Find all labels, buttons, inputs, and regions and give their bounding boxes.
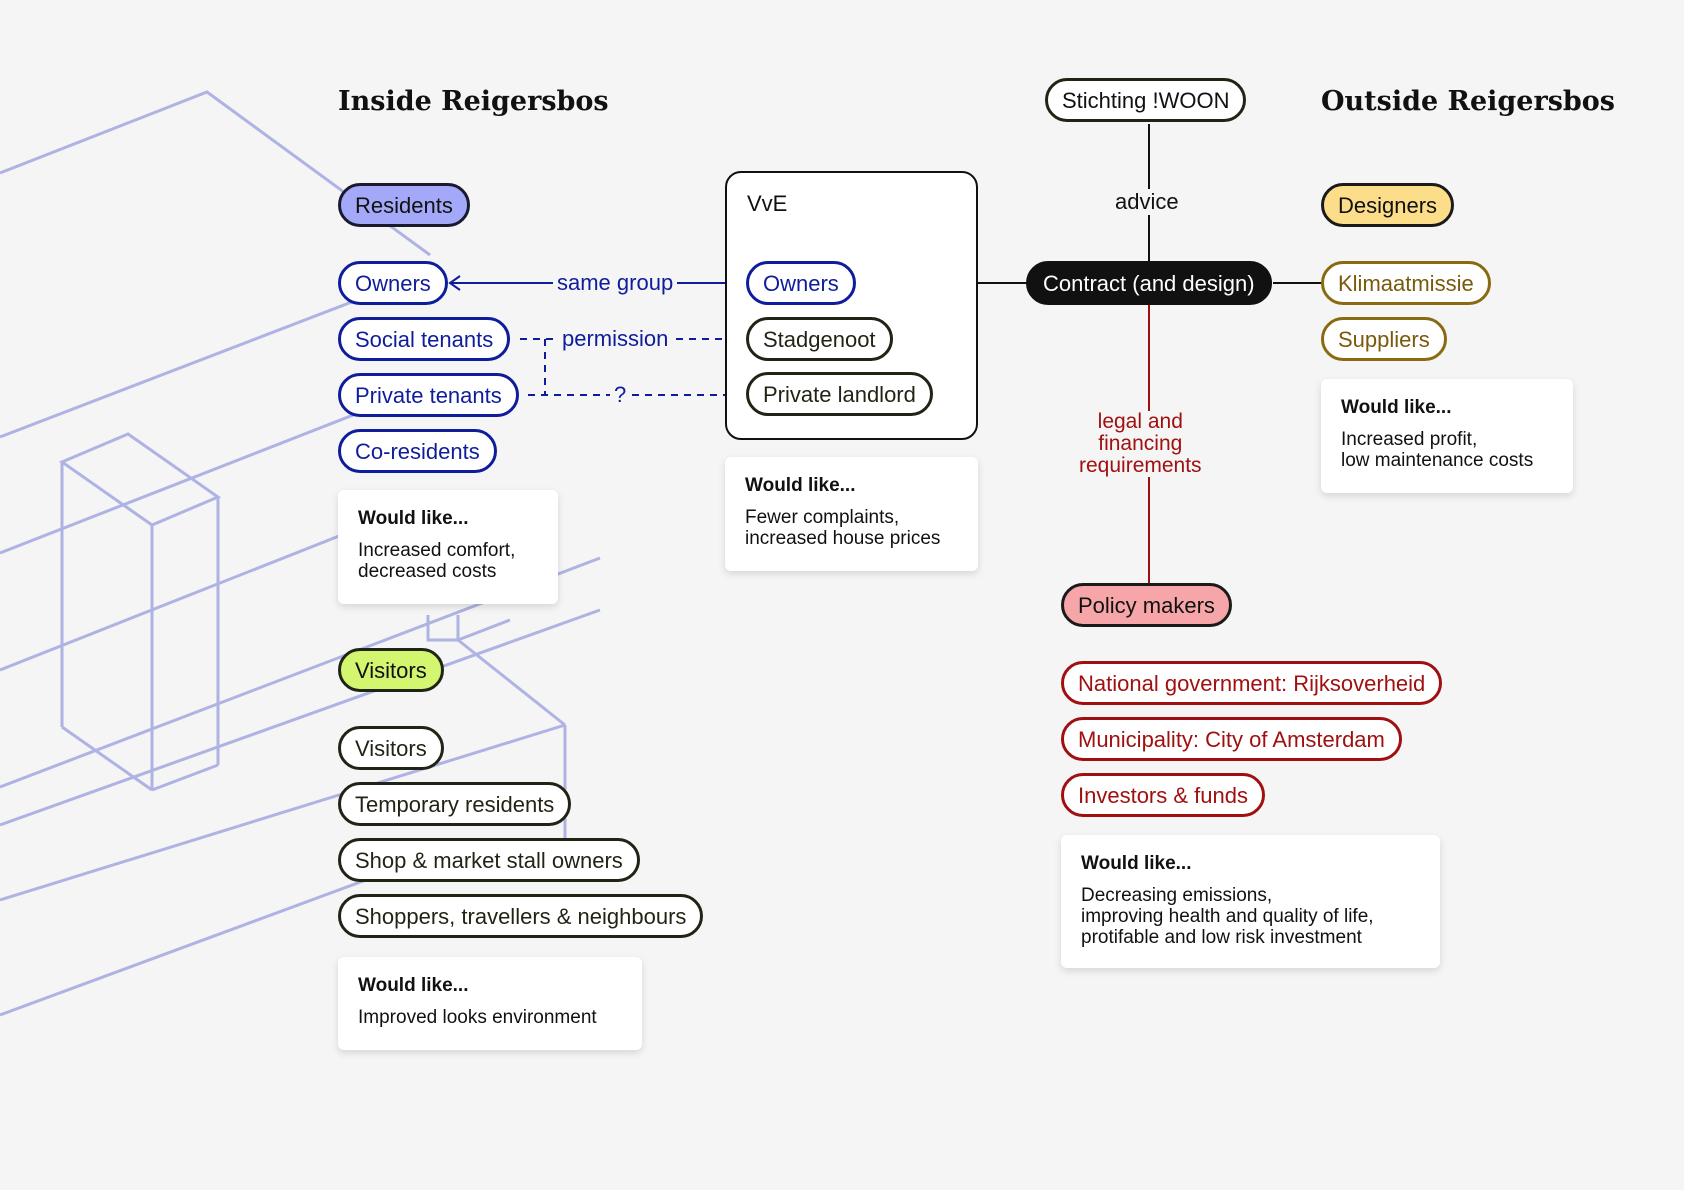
residents-tag[interactable]: Residents bbox=[338, 183, 470, 227]
residents-wish-body: Increased comfort, decreased costs bbox=[358, 540, 516, 582]
policy-national-government[interactable]: National government: Rijksoverheid bbox=[1061, 661, 1443, 705]
visitors-wish-title: Would like... bbox=[358, 975, 469, 996]
designer-klimaatmissie[interactable]: Klimaatmissie bbox=[1321, 261, 1491, 305]
policy-makers-tag[interactable]: Policy makers bbox=[1061, 583, 1232, 627]
vve-wish-card: Would like... Fewer complaints, increase… bbox=[725, 457, 978, 571]
vve-wish-body: Fewer complaints, increased house prices bbox=[745, 507, 941, 549]
visitors-tag[interactable]: Visitors bbox=[338, 648, 444, 692]
residents-wish-card: Would like... Increased comfort, decreas… bbox=[338, 490, 558, 604]
designers-wish-card: Would like... Increased profit, low main… bbox=[1321, 379, 1573, 493]
policy-wish-title: Would like... bbox=[1081, 853, 1192, 874]
resident-co-residents[interactable]: Co-residents bbox=[338, 429, 497, 473]
resident-owners[interactable]: Owners bbox=[338, 261, 448, 305]
contract-node[interactable]: Contract (and design) bbox=[1026, 261, 1272, 305]
stichting-woon[interactable]: Stichting !WOON bbox=[1045, 78, 1247, 122]
visitor-shoppers[interactable]: Shoppers, travellers & neighbours bbox=[338, 894, 704, 938]
visitor-shop-owners[interactable]: Shop & market stall owners bbox=[338, 838, 640, 882]
advice-label: advice bbox=[1111, 189, 1183, 215]
same-group-label: same group bbox=[553, 270, 678, 296]
vve-owners[interactable]: Owners bbox=[746, 261, 856, 305]
inside-heading: Inside Reigersbos bbox=[338, 86, 609, 117]
visitors-wish-card: Would like... Improved looks environment bbox=[338, 957, 642, 1050]
residents-wish-title: Would like... bbox=[358, 508, 469, 529]
vve-label: VvE bbox=[747, 191, 788, 216]
policy-wish-body: Decreasing emissions, improving health a… bbox=[1081, 885, 1374, 948]
visitor-temporary-residents[interactable]: Temporary residents bbox=[338, 782, 572, 826]
designers-wish-title: Would like... bbox=[1341, 397, 1452, 418]
resident-private-tenants[interactable]: Private tenants bbox=[338, 373, 519, 417]
policy-municipality[interactable]: Municipality: City of Amsterdam bbox=[1061, 717, 1402, 761]
visitors-wish-body: Improved looks environment bbox=[358, 1007, 597, 1028]
policy-wish-card: Would like... Decreasing emissions, impr… bbox=[1061, 835, 1440, 968]
unknown-relation-label: ? bbox=[610, 382, 631, 408]
legal-requirements-label: legal and financing requirements bbox=[1075, 411, 1206, 477]
permission-label: permission bbox=[558, 326, 673, 352]
designer-suppliers[interactable]: Suppliers bbox=[1321, 317, 1447, 361]
vve-wish-title: Would like... bbox=[745, 475, 856, 496]
visitor-visitors[interactable]: Visitors bbox=[338, 726, 444, 770]
vve-private-landlord[interactable]: Private landlord bbox=[746, 372, 933, 416]
designers-tag[interactable]: Designers bbox=[1321, 183, 1455, 227]
designers-wish-body: Increased profit, low maintenance costs bbox=[1341, 429, 1534, 471]
policy-investors[interactable]: Investors & funds bbox=[1061, 773, 1265, 817]
outside-heading: Outside Reigersbos bbox=[1321, 86, 1615, 117]
vve-stadgenoot[interactable]: Stadgenoot bbox=[746, 317, 893, 361]
resident-social-tenants[interactable]: Social tenants bbox=[338, 317, 511, 361]
